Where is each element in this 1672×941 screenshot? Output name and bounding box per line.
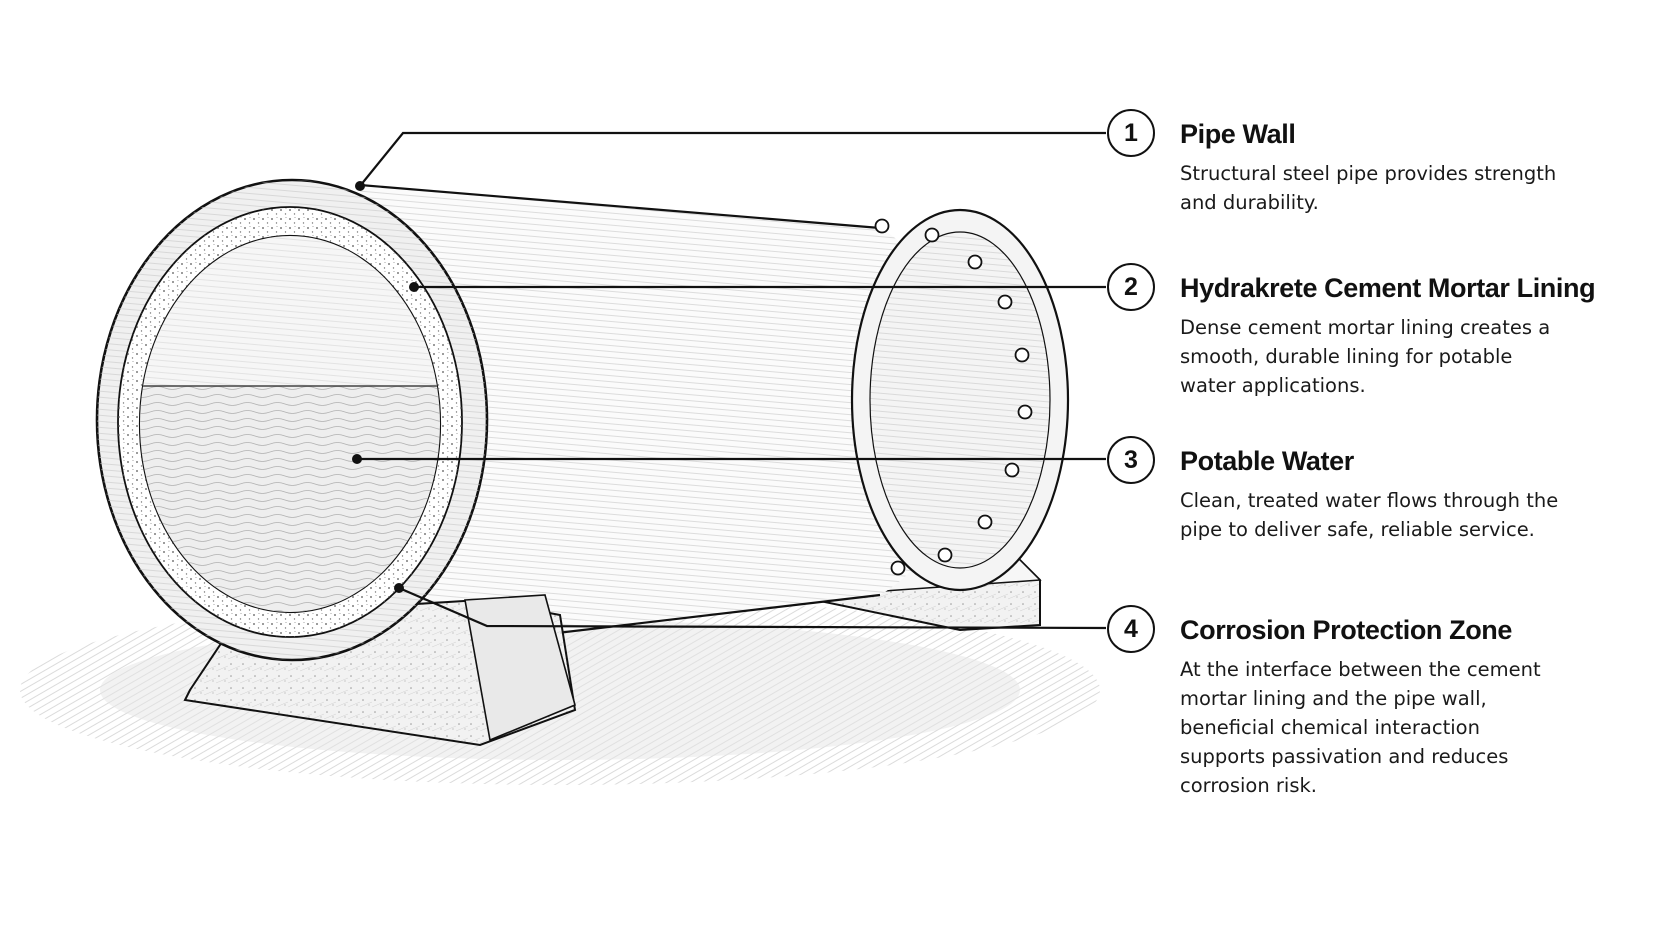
anchor-dot-3 bbox=[352, 454, 362, 464]
anchor-dot-2 bbox=[409, 282, 419, 292]
callout-mortar-lining: 2 Hydrakrete Cement Mortar Lining Dense … bbox=[1180, 272, 1660, 400]
callout-number-badge: 3 bbox=[1107, 436, 1155, 484]
callout-title: Hydrakrete Cement Mortar Lining bbox=[1180, 272, 1660, 304]
callout-number-badge: 4 bbox=[1107, 605, 1155, 653]
callout-description: Dense cement mortar lining creates a smo… bbox=[1180, 313, 1560, 400]
rear-flange bbox=[852, 210, 1068, 590]
callout-number-badge: 2 bbox=[1107, 263, 1155, 311]
callout-title: Corrosion Protection Zone bbox=[1180, 614, 1660, 646]
callout-number-badge: 1 bbox=[1107, 109, 1155, 157]
callout-description: At the interface between the cement mort… bbox=[1180, 655, 1560, 800]
anchor-dot-4 bbox=[394, 583, 404, 593]
callout-corrosion-zone: 4 Corrosion Protection Zone At the inter… bbox=[1180, 614, 1660, 800]
callout-potable-water: 3 Potable Water Clean, treated water flo… bbox=[1180, 445, 1660, 544]
callout-title: Pipe Wall bbox=[1180, 118, 1660, 150]
anchor-dot-1 bbox=[355, 181, 365, 191]
leader-line-1 bbox=[360, 133, 1106, 186]
callout-title: Potable Water bbox=[1180, 445, 1660, 477]
callout-pipe-wall: 1 Pipe Wall Structural steel pipe provid… bbox=[1180, 118, 1660, 217]
callout-description: Structural steel pipe provides strength … bbox=[1180, 159, 1560, 217]
pipe-end-cross-section bbox=[97, 180, 487, 660]
callout-description: Clean, treated water flows through the p… bbox=[1180, 486, 1560, 544]
